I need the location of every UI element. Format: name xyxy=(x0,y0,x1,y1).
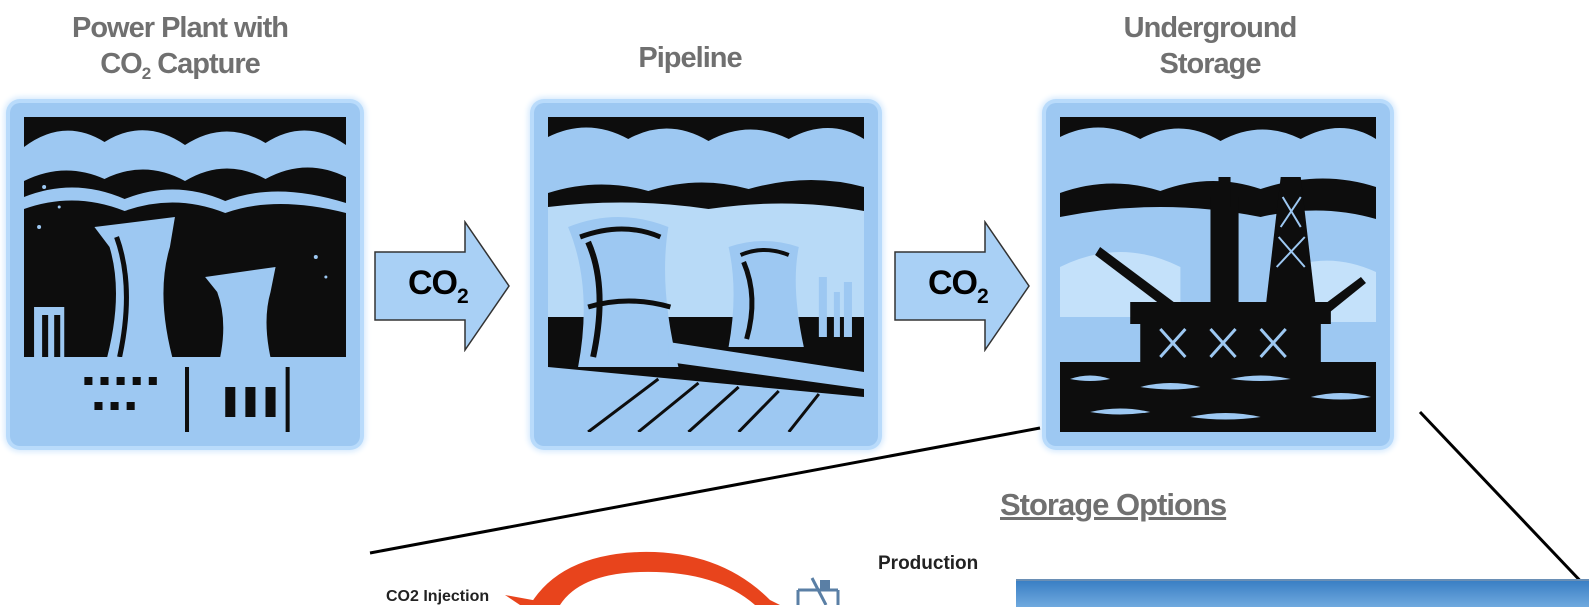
stage-title-line2: CO2 Capture xyxy=(100,48,261,83)
co2-arrow-1 xyxy=(374,220,510,352)
stage-title-line1: Underground xyxy=(1123,12,1298,44)
underground-storage-frame xyxy=(1046,103,1390,446)
stage-title-line1: Power Plant with xyxy=(71,12,289,44)
storage-options-title: Storage Options xyxy=(1000,487,1227,522)
power-plant-frame xyxy=(10,103,360,446)
production-label: Production xyxy=(878,553,979,574)
stage-title-pipeline: Pipeline xyxy=(560,40,820,76)
pipeline-frame xyxy=(534,103,878,446)
power-plant-icon xyxy=(24,117,346,432)
stage-title-line2: Storage xyxy=(1159,48,1262,80)
offshore-platform-icon xyxy=(1060,117,1376,432)
co2-injection-label: CO2 Injection xyxy=(386,588,490,605)
storage-option-panel xyxy=(1016,579,1589,607)
pipeline-tanks-icon xyxy=(548,117,864,432)
co2-arrow-2-label: CO2 xyxy=(928,264,989,308)
stage-title-underground-storage: Underground Storage xyxy=(1080,10,1340,82)
stage-title-text: Pipeline xyxy=(638,42,742,74)
co2-arrow-1-label: CO2 xyxy=(408,264,469,308)
co2-arrow-2 xyxy=(894,220,1030,352)
stage-title-power-plant: Power Plant with CO2 Capture xyxy=(20,10,340,86)
